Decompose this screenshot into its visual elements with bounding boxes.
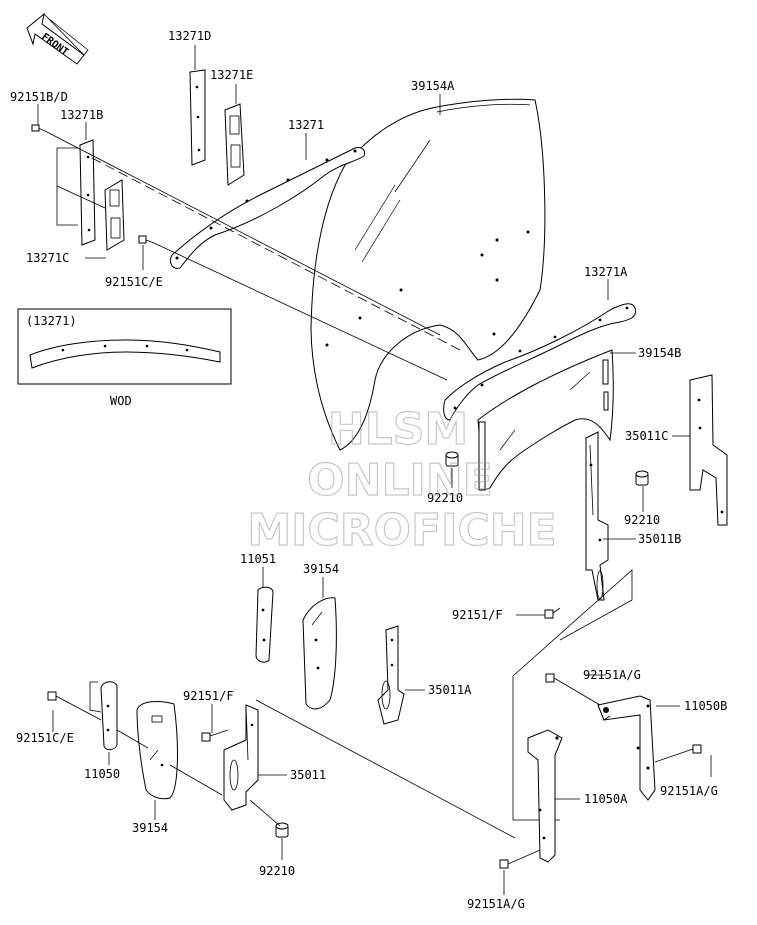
plate-13271c	[104, 179, 125, 251]
strip-13271b	[79, 139, 96, 246]
label-35011: 35011	[290, 768, 326, 782]
screw-92151ag-bottom	[499, 849, 541, 869]
label-92151ag-top: 92151A/G	[583, 668, 641, 682]
watermark-line-3: MICROFICHE	[247, 505, 556, 556]
label-13271b: 13271B	[60, 108, 103, 122]
label-92210-bottom: 92210	[259, 864, 295, 878]
label-92210-mid: 92210	[427, 491, 463, 505]
label-11050a: 11050A	[584, 792, 628, 806]
watermark: HLSM ONLINE MICROFICHE	[247, 403, 558, 556]
inset-13271-wod: (13271) WOD	[17, 308, 232, 408]
bracket-35011b	[585, 431, 609, 601]
bracket-35011c	[689, 374, 728, 526]
watermark-line-1: HLSM	[328, 404, 468, 455]
label-11050b: 11050B	[684, 699, 727, 713]
label-13271c: 13271C	[26, 251, 69, 265]
screw-92151ce-top	[138, 235, 155, 244]
label-39154-left: 39154	[132, 821, 168, 835]
label-92210-right: 92210	[624, 513, 660, 527]
label-35011b: 35011B	[638, 532, 681, 546]
nut-92210-mid	[445, 451, 459, 467]
windshield-39154b	[477, 349, 614, 491]
screw-92151ce-left	[47, 691, 102, 721]
bracket-35011a	[377, 625, 405, 725]
label-11050: 11050	[84, 767, 120, 781]
trim-13271	[169, 147, 365, 269]
screw-92151bd	[31, 124, 46, 132]
label-92151ag-right: 92151A/G	[660, 784, 718, 798]
plate-11051	[255, 586, 274, 663]
label-35011a: 35011A	[428, 683, 472, 697]
label-39154b: 39154B	[638, 346, 681, 360]
nut-92210-bottom	[275, 822, 289, 838]
label-13271e: 13271E	[210, 68, 253, 82]
label-13271d: 13271D	[168, 29, 211, 43]
label-92151f-left: 92151/F	[183, 689, 234, 703]
label-13271a: 13271A	[584, 265, 628, 279]
inset-caption: WOD	[110, 394, 132, 408]
label-92151ce-top: 92151C/E	[105, 275, 163, 289]
watermark-line-2: ONLINE	[307, 455, 493, 506]
shield-39154-left	[136, 701, 178, 800]
strip-13271d	[189, 69, 206, 166]
nut-92210-right	[635, 470, 649, 486]
bracket-35011	[223, 704, 259, 811]
bracket-11050b	[597, 695, 656, 801]
label-92151bd: 92151B/D	[10, 90, 68, 104]
screw-92151ag-right	[654, 744, 702, 763]
screw-92151ag-top	[545, 673, 601, 706]
label-39154a: 39154A	[411, 79, 455, 93]
plate-11050	[100, 681, 118, 751]
label-92151ce-left: 92151C/E	[16, 731, 74, 745]
inset-title: (13271)	[26, 314, 77, 328]
screw-92151f-right	[544, 607, 561, 619]
windshield-39154a	[310, 98, 546, 451]
label-92151f-right: 92151/F	[452, 608, 503, 622]
label-13271: 13271	[288, 118, 324, 132]
shield-39154-mid	[302, 597, 337, 710]
trim-13271a	[443, 303, 637, 421]
label-39154-mid: 39154	[303, 562, 339, 576]
label-35011c: 35011C	[625, 429, 668, 443]
label-11051: 11051	[240, 552, 276, 566]
bracket-11050a	[527, 729, 563, 863]
label-92151ag-bottom: 92151A/G	[467, 897, 525, 911]
screw-92151f-left	[201, 729, 229, 742]
front-arrow: FRONT	[26, 12, 89, 65]
plate-13271e	[224, 103, 245, 186]
